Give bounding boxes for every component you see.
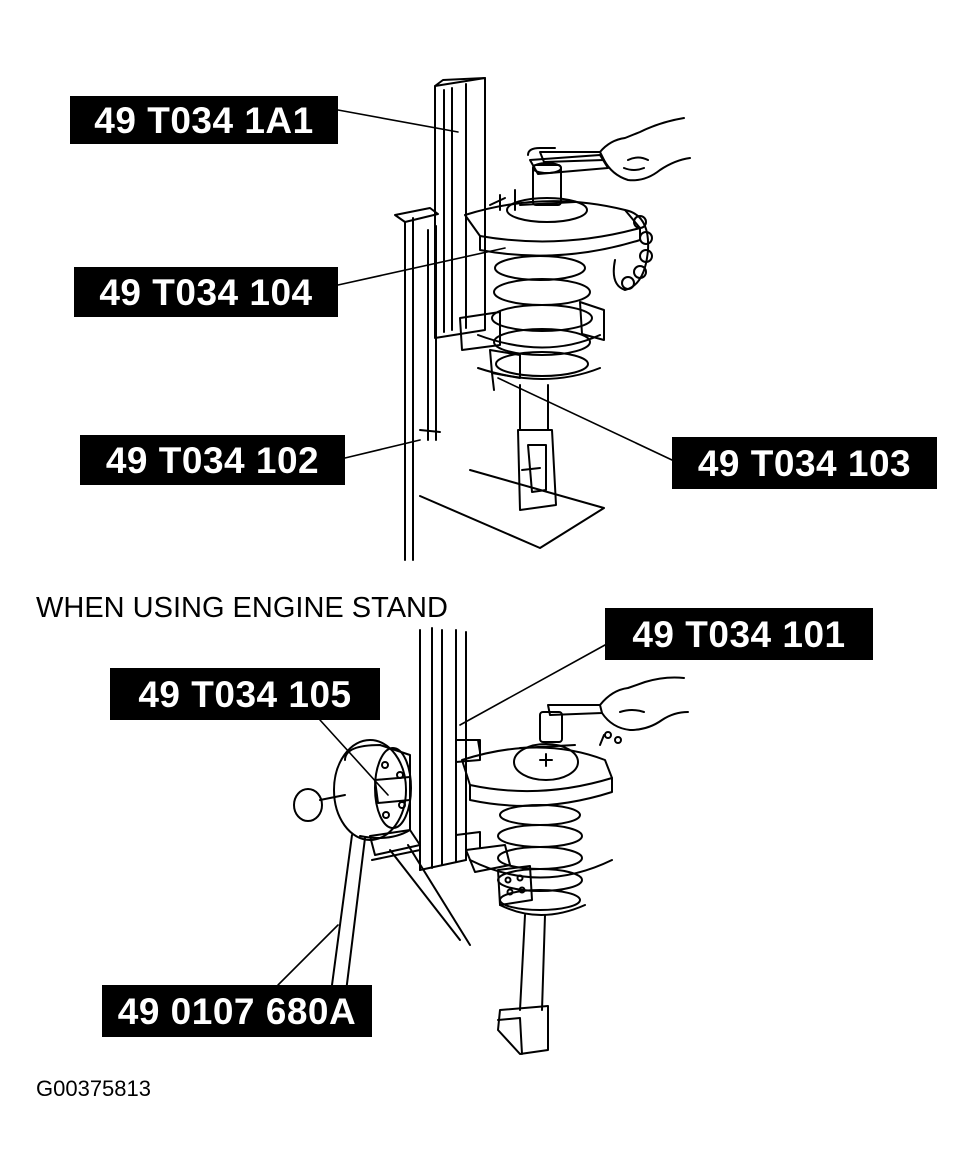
lower-clamp-lower (465, 844, 613, 916)
label-49-t034-103: 49 T034 103 (672, 437, 937, 489)
shock-body-lower (497, 914, 549, 1055)
engine-stand-caption: WHEN USING ENGINE STAND (36, 592, 448, 624)
lower-clamp (459, 301, 605, 391)
shock-body (517, 384, 557, 511)
label-49-0107-680a: 49 0107 680A (102, 985, 372, 1037)
hand-with-wrench-lower (547, 676, 689, 731)
column-upright-lower (419, 627, 481, 871)
coil-spring (491, 255, 593, 377)
leader-lines-top (337, 109, 673, 461)
engine-stand-frame (293, 739, 471, 1001)
bottom-engine-stand-illustration (293, 627, 689, 1055)
upper-mount (506, 154, 609, 223)
label-49-t034-104: 49 T034 104 (74, 267, 338, 317)
chain-hook (612, 209, 653, 291)
column-upright (434, 77, 486, 339)
hand-with-wrench (527, 117, 691, 182)
label-49-t034-105: 49 T034 105 (110, 668, 380, 720)
top-strut-compressor-illustration (394, 77, 691, 561)
label-49-t034-1a1: 49 T034 1A1 (70, 96, 338, 144)
label-49-t034-101: 49 T034 101 (605, 608, 873, 660)
upper-plate-lower (461, 731, 622, 807)
label-49-t034-102: 49 T034 102 (80, 435, 345, 485)
upper-mount-lower (513, 711, 579, 781)
stand-post (394, 207, 439, 561)
leader-lines-bottom (277, 644, 606, 986)
base-plate (419, 429, 605, 549)
figure-id: G00375813 (36, 1076, 151, 1101)
coil-spring-lower (497, 804, 583, 911)
